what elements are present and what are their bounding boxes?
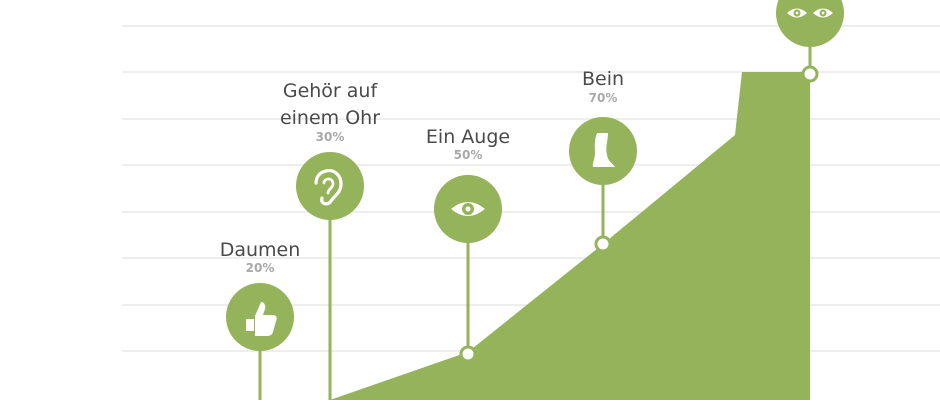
ear-icon	[314, 169, 343, 206]
marker-percent: 50%	[454, 148, 483, 162]
marker-percent: 30%	[316, 130, 345, 144]
thumb-icon	[246, 302, 277, 336]
two-eyes-icon	[787, 8, 833, 18]
leg-icon	[592, 133, 615, 167]
marker-percent: 70%	[589, 91, 618, 105]
marker-label: Bein	[582, 68, 624, 90]
marker-dot	[801, 65, 819, 83]
marker-percent: 20%	[246, 261, 275, 275]
marker-dot	[594, 235, 612, 253]
marker-badge	[296, 152, 364, 220]
eye-icon	[451, 202, 485, 216]
damage-area	[330, 72, 810, 400]
marker-label: Daumen	[220, 239, 301, 261]
marker-dot	[459, 345, 477, 363]
marker-augen	[776, 0, 844, 83]
marker-label: einem Ohr	[280, 107, 380, 129]
marker-label: Gehör auf	[283, 80, 379, 102]
marker-label: Ein Auge	[426, 126, 510, 148]
marker-badge	[776, 0, 844, 47]
